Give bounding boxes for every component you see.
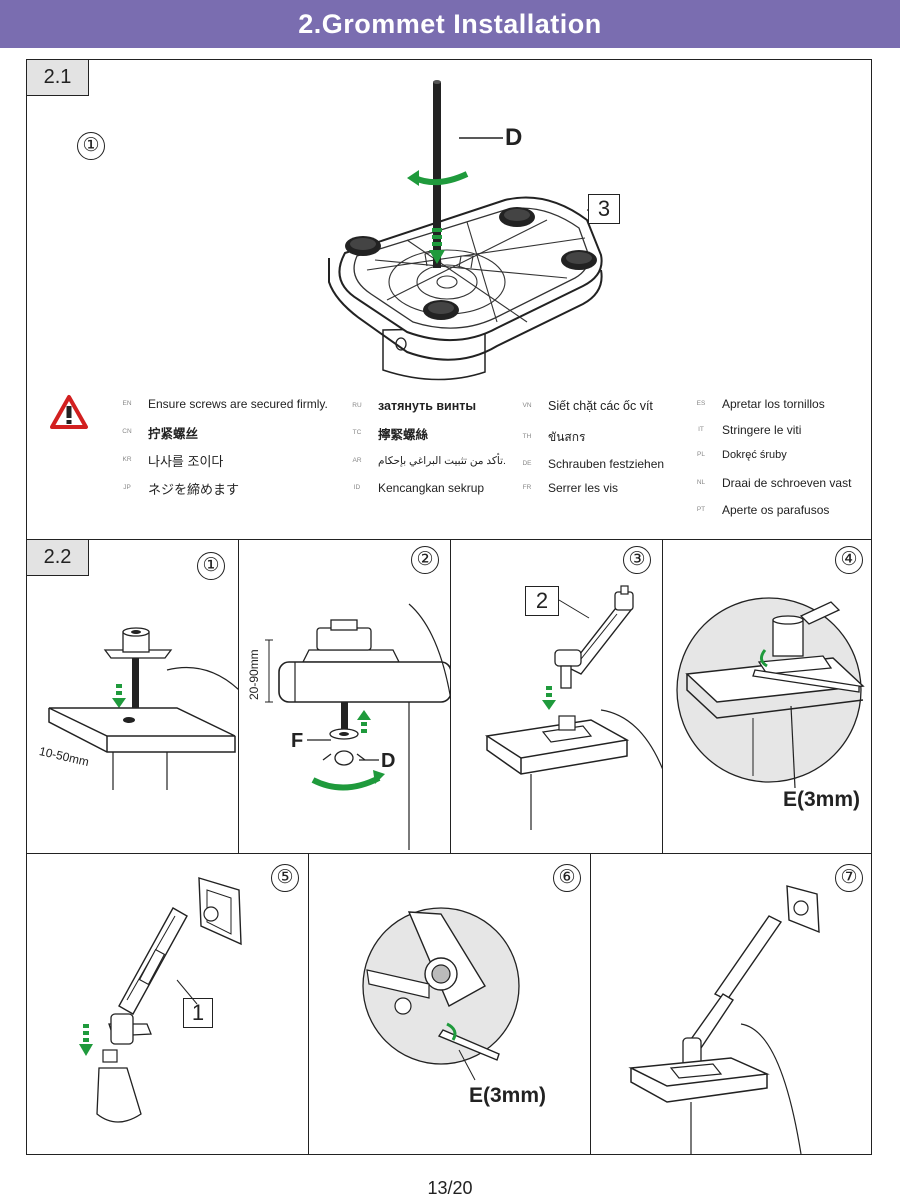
lang-text: Apretar los tornillos — [722, 397, 825, 411]
part-d-label: D — [381, 750, 396, 772]
step-2-cell: ② 20-90mm F D — [239, 540, 451, 854]
grommet-base-illustration — [328, 80, 614, 381]
adjust-tension-illustration — [362, 907, 520, 1081]
lang-text: 나사를 조이다 — [148, 453, 224, 469]
step-1-cell: 2.2 ① 10-50mm — [27, 540, 239, 854]
lang-text: 拧紧螺丝 — [148, 426, 199, 441]
step-number: ⑤ — [271, 864, 299, 892]
lang-item: KR 나사를 조이다 — [115, 450, 223, 470]
lang-text: затянуть винты — [378, 399, 477, 413]
section-2-2-row-2: ⑤ 1 ⑥ — [26, 853, 872, 1155]
wrench-size-label: E(3mm) — [783, 788, 861, 811]
lang-item: JP ネジを締めます — [115, 478, 239, 498]
lang-text: Dokręć śruby — [722, 449, 787, 461]
lang-item: ES Apretar los tornillos — [689, 394, 825, 414]
page-title: 2.Grommet Installation — [298, 9, 602, 39]
lang-text: Ensure screws are secured firmly. — [148, 397, 328, 411]
page-number: 13/20 — [427, 1178, 473, 1198]
lang-badge: PL — [689, 447, 713, 463]
lang-text: Aperte os parafusos — [722, 503, 830, 517]
clamp-thickness-illustration — [265, 603, 450, 850]
step-number: ⑥ — [553, 864, 581, 892]
lang-badge: NL — [689, 475, 713, 491]
arm-small-callout-box: 1 — [183, 998, 213, 1028]
lang-text: Draai de schroeven vast — [722, 476, 852, 490]
step-7-cell: ⑦ — [591, 854, 871, 1154]
lang-badge: FR — [515, 480, 539, 496]
step-number: ⑦ — [835, 864, 863, 892]
lang-item: VN Siết chặt các ốc vít — [515, 396, 653, 416]
clamp-thickness-label: 20-90mm — [247, 649, 261, 700]
mount-arm-illustration — [79, 877, 242, 1123]
lang-item: IT Stringere le viti — [689, 420, 801, 440]
step-number: ① — [77, 132, 105, 160]
lang-badge: TH — [515, 429, 539, 445]
lang-badge: PT — [689, 502, 713, 518]
lang-text: Kencangkan sekrup — [378, 481, 485, 495]
lang-item: ID Kencangkan sekrup — [345, 478, 484, 498]
step-6-cell: ⑥ E(3mm) — [309, 854, 591, 1154]
lang-badge: VN — [515, 398, 539, 414]
lang-badge: KR — [115, 452, 139, 468]
lang-badge: ES — [689, 396, 713, 412]
section-tag: 2.2 — [27, 540, 89, 576]
lang-text: ขันสกร — [548, 429, 586, 444]
lang-text: تأكد من تثبيت البراغي بإحكام. — [378, 455, 506, 467]
lang-badge: CN — [115, 424, 139, 440]
lang-badge: JP — [115, 480, 139, 496]
lang-item: RU затянуть винты — [345, 396, 476, 416]
lang-badge: AR — [345, 453, 369, 469]
part-f-label: F — [291, 730, 304, 752]
section-2-1-panel: 2.1 ① — [26, 59, 872, 540]
warning-triangle-icon — [50, 395, 88, 429]
lang-text: Stringere le viti — [722, 423, 802, 437]
step-5-cell: ⑤ 1 — [27, 854, 309, 1154]
tighten-set-screw-illustration — [676, 597, 865, 789]
lang-item: DE Schrauben festziehen — [515, 454, 664, 474]
lang-item: EN Ensure screws are secured firmly. — [115, 394, 328, 414]
lang-badge: IT — [689, 422, 713, 438]
base-callout-box: 3 — [588, 194, 620, 224]
step-number: ③ — [623, 546, 651, 574]
step-number: ② — [411, 546, 439, 574]
lang-badge: EN — [115, 396, 139, 412]
lang-badge: DE — [515, 456, 539, 472]
lang-text: Serrer les vis — [548, 481, 619, 495]
step-3-cell: ③ 2 — [451, 540, 663, 854]
step-number: ④ — [835, 546, 863, 574]
lang-item: NL Draai de schroeven vast — [689, 473, 852, 493]
lang-badge: RU — [345, 398, 369, 414]
desk-hole-illustration — [48, 627, 238, 790]
step-number: ① — [197, 552, 225, 580]
lang-text: ネジを締めます — [148, 481, 240, 497]
lang-item: CN 拧紧螺丝 — [115, 422, 198, 442]
wrench-size-label-2: E(3mm) — [469, 1084, 547, 1107]
lang-item: PT Aperte os parafusos — [689, 500, 830, 520]
completed-install-illustration — [628, 885, 820, 1154]
arm-insert-illustration — [484, 585, 662, 830]
lang-item: TC 擰緊螺絲 — [345, 423, 428, 443]
lang-text: Schrauben festziehen — [548, 457, 665, 471]
section-tag: 2.1 — [27, 60, 89, 96]
step-4-cell: ④ E(3mm) — [663, 540, 871, 854]
lang-item: AR تأكد من تثبيت البراغي بإحكام. — [345, 451, 506, 471]
lang-text: 擰緊螺絲 — [378, 427, 429, 442]
page-header: 2.Grommet Installation — [0, 0, 900, 48]
lang-item: TH ขันสกร — [515, 427, 586, 447]
lang-item: FR Serrer les vis — [515, 478, 618, 498]
lang-badge: TC — [345, 425, 369, 441]
lang-text: Siết chặt các ốc vít — [548, 399, 653, 413]
section-2-2-row-1: 2.2 ① 10-50mm ② — [26, 539, 872, 855]
lang-item: PL Dokręć śruby — [689, 445, 787, 465]
lang-badge: ID — [345, 480, 369, 496]
rod-callout-label: D — [505, 124, 523, 151]
arm-callout-box: 2 — [525, 586, 559, 616]
